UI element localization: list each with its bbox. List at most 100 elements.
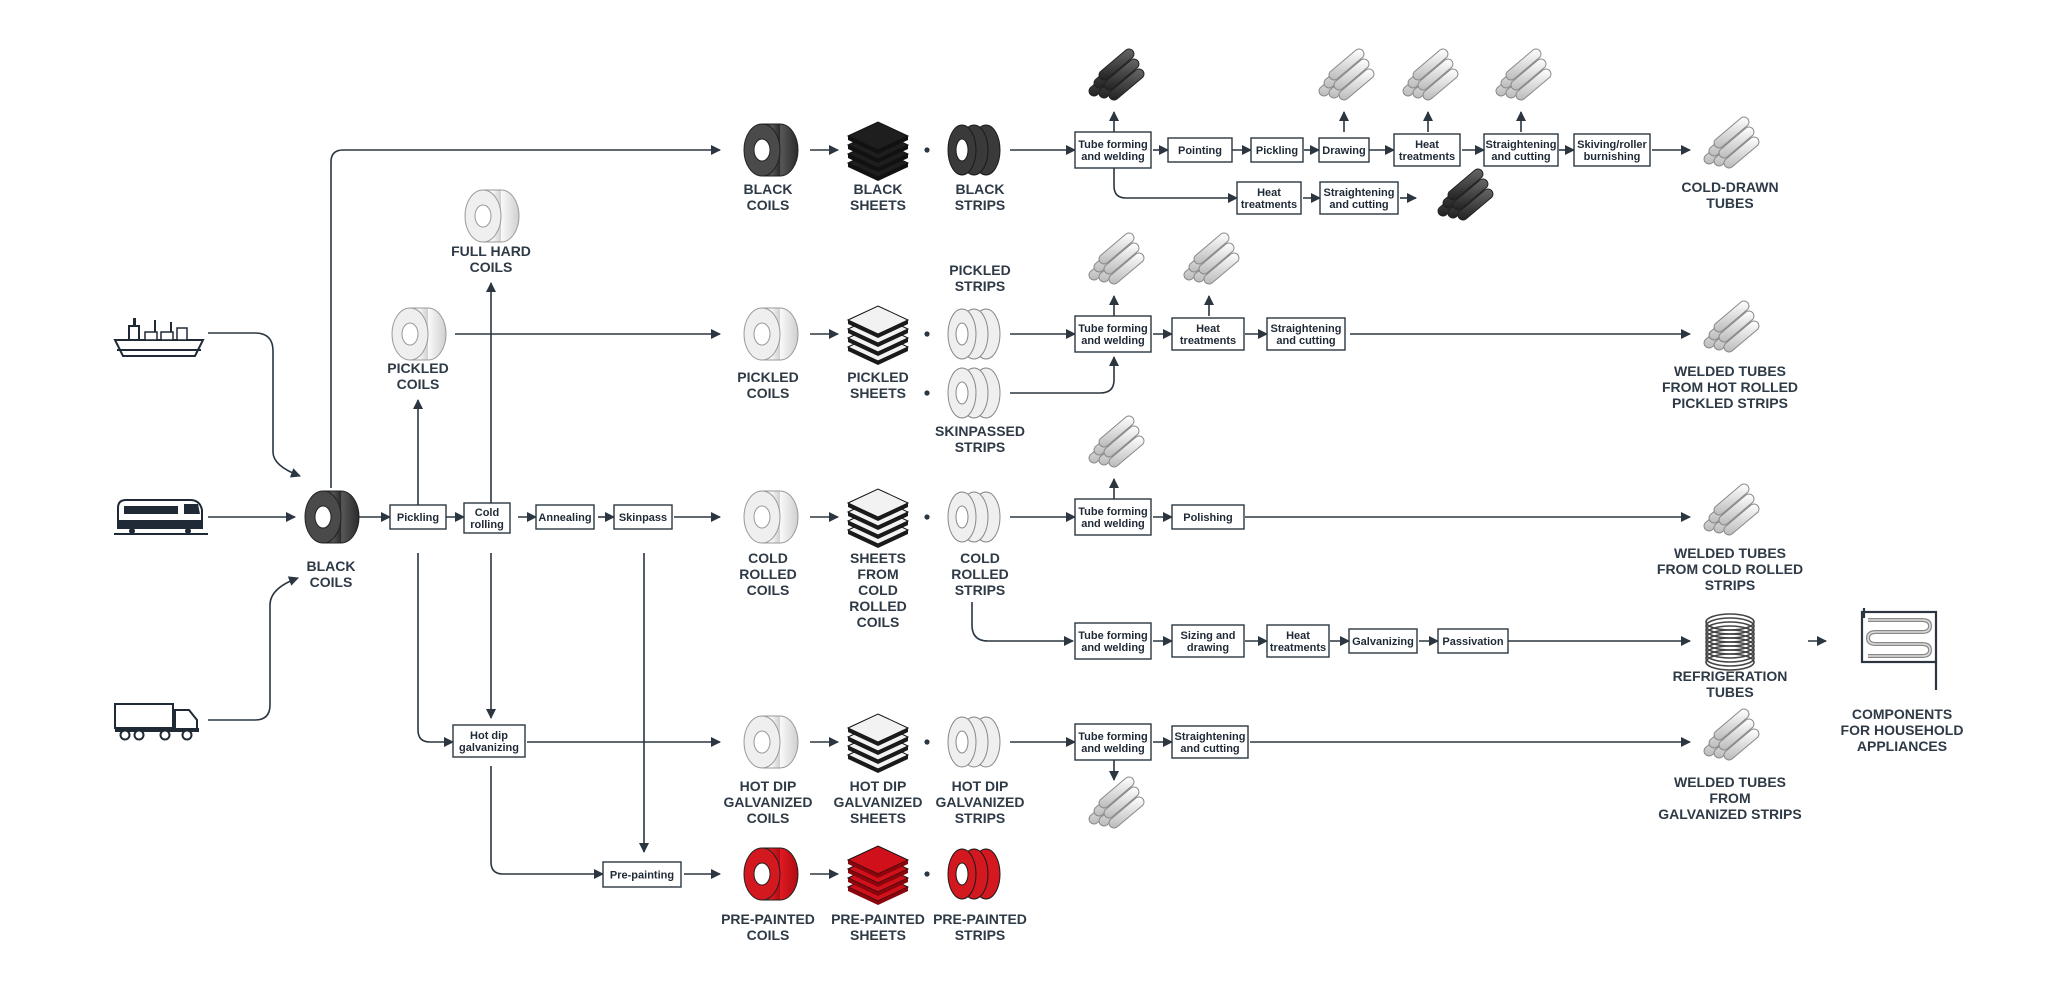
- caption-line: FROM: [857, 566, 898, 582]
- caption-line: BLACK: [744, 181, 793, 197]
- process-label: Tube forming: [1078, 323, 1147, 335]
- strip-icon: [947, 491, 1001, 543]
- caption-line: FOR HOUSEHOLD: [1841, 722, 1964, 738]
- process-box-r3-polishing: Polishing: [1171, 504, 1245, 530]
- caption-line: ROLLED: [951, 566, 1009, 582]
- tube-bundle-icon: [1495, 48, 1552, 101]
- process-label: Galvanizing: [1352, 636, 1414, 648]
- strip-icon: [947, 716, 1001, 768]
- caption-line: SHEETS: [850, 197, 906, 213]
- caption-line: WELDED TUBES: [1674, 774, 1786, 790]
- process-label: Pickling: [397, 512, 439, 524]
- sheets-layer: [846, 121, 910, 905]
- process-label: Pickling: [1256, 145, 1298, 157]
- sheet-stack-icon: [846, 488, 910, 548]
- process-label: Heat: [1415, 139, 1439, 151]
- process-label: and cutting: [1276, 335, 1335, 347]
- process-label: Tube forming: [1078, 630, 1147, 642]
- caption-line: HOT DIP: [740, 778, 797, 794]
- process-label: Straightening: [1271, 323, 1342, 335]
- row-dots: [924, 147, 930, 877]
- process-label: Cold: [475, 507, 499, 519]
- strip-icon: [947, 124, 1001, 176]
- process-label: treatments: [1399, 151, 1455, 163]
- caption-line: PICKLED: [737, 369, 798, 385]
- strip-icon: [947, 848, 1001, 900]
- coil-icon: [743, 307, 799, 361]
- process-label: treatments: [1270, 642, 1326, 654]
- sheet-stack-icon: [846, 713, 910, 773]
- caption-line: HOT DIP: [850, 778, 907, 794]
- process-label: Tube forming: [1078, 139, 1147, 151]
- tube-bundle-icon: [1703, 116, 1760, 169]
- process-label: Heat: [1257, 187, 1281, 199]
- caption-line: COILS: [747, 197, 790, 213]
- sheet-stack-icon: [846, 845, 910, 905]
- coil-icon: [743, 123, 799, 177]
- caption-line: REFRIGERATION: [1673, 668, 1788, 684]
- process-box-pre-painting: Pre-painting: [602, 861, 682, 888]
- process-box-r4-passivation: Passivation: [1437, 628, 1509, 654]
- process-label: Tube forming: [1078, 731, 1147, 743]
- tube-bundle-icon: [1703, 483, 1760, 536]
- process-box-annealing: Annealing: [535, 504, 595, 530]
- caption-line: GALVANIZED: [936, 794, 1025, 810]
- process-label: rolling: [470, 519, 504, 531]
- refrigeration-coil-icon: [1705, 613, 1755, 671]
- process-label: Straightening: [1486, 139, 1557, 151]
- caption-line: COLD: [960, 550, 1000, 566]
- caption-line: COILS: [747, 810, 790, 826]
- caption-line: TUBES: [1706, 195, 1753, 211]
- process-label: treatments: [1180, 335, 1236, 347]
- caption-line: SHEETS: [850, 385, 906, 401]
- caption-line: COILS: [747, 385, 790, 401]
- coil-icon: [464, 189, 520, 243]
- tube-bundle-icon: [1402, 48, 1459, 101]
- caption-line: STRIPS: [955, 197, 1006, 213]
- process-box-pickling: Pickling: [389, 504, 447, 530]
- coil-icon: [743, 847, 799, 901]
- caption-line: COMPONENTS: [1852, 706, 1952, 722]
- process-label: Tube forming: [1078, 506, 1147, 518]
- process-label: Sizing and: [1181, 630, 1236, 642]
- caption-line: COILS: [310, 574, 353, 590]
- process-label: galvanizing: [459, 742, 519, 754]
- process-box-skinpass: Skinpass: [613, 504, 673, 530]
- caption-line: COILS: [747, 927, 790, 943]
- coil-icon: [743, 715, 799, 769]
- tube-bundle-icon: [1088, 415, 1145, 468]
- process-label: Pointing: [1178, 145, 1222, 157]
- coil-icon: [743, 490, 799, 544]
- process-label: Straightening: [1175, 731, 1246, 743]
- caption-line: PRE-PAINTED: [721, 911, 815, 927]
- caption-line: STRIPS: [955, 582, 1006, 598]
- caption-line: SHEETS: [850, 927, 906, 943]
